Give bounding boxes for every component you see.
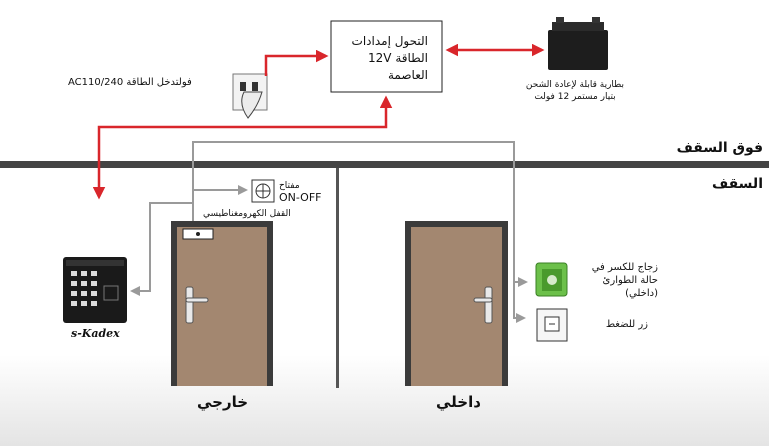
power-supply-box — [330, 20, 443, 93]
push-button-icon — [536, 308, 568, 342]
keypad-reader-icon — [63, 257, 127, 323]
divider-wall — [336, 168, 339, 388]
break-glass-line3: (داخلي) — [625, 288, 658, 299]
battery-line2: بتيار مستمر 12 فولت — [534, 92, 616, 102]
ceiling-line — [0, 161, 769, 168]
ceiling-label: السقف — [711, 176, 763, 192]
battery-icon — [548, 17, 608, 70]
key-switch-label: مفتاح ON-OFF — [279, 180, 321, 204]
key-switch-icon — [251, 179, 275, 203]
power-line-ac-to-supply — [264, 49, 329, 76]
outside-door-label: خارجي — [197, 393, 249, 411]
battery-line1: بطارية قابلة لإعادة الشحن — [525, 80, 625, 90]
power-supply-line1: التحول إمدادات — [351, 34, 428, 48]
power-outlet-icon — [232, 73, 268, 119]
push-button-label: زر للضغط — [605, 319, 648, 330]
break-glass-icon — [535, 262, 568, 297]
power-line-supply-to-reader — [92, 95, 393, 200]
ac-input-label: AC110/240 فولتدخل الطاقة — [68, 77, 192, 88]
power-supply-line3: العاصمة — [388, 68, 428, 82]
signal-line-main — [192, 141, 526, 323]
power-supply-line2: الطاقة 12V — [368, 51, 428, 65]
key-switch-line2: ON-OFF — [279, 191, 322, 204]
break-glass-label: زجاج للكسر في حالة الطوارئ (داخلي) — [588, 261, 658, 300]
maglock-label: القفل الكهرومغناطيسي — [203, 209, 291, 219]
floor-area — [0, 355, 769, 446]
inside-door — [405, 221, 508, 386]
battery-label: بطارية قابلة لإعادة الشحن بتيار مستمر 12… — [500, 79, 650, 103]
outside-door — [171, 221, 273, 386]
key-switch-line1: مفتاح — [279, 181, 300, 191]
break-glass-line2: حالة الطوارئ — [602, 275, 658, 286]
brand-label: s-Kadex — [71, 327, 120, 340]
inside-door-label: داخلي — [436, 393, 481, 411]
break-glass-line1: زجاج للكسر في — [591, 262, 658, 273]
above-ceiling-label: فوق السقف — [676, 140, 763, 156]
power-supply-label: التحول إمدادات الطاقة 12V العاصمة — [340, 33, 428, 84]
signal-line-reader — [130, 202, 193, 296]
